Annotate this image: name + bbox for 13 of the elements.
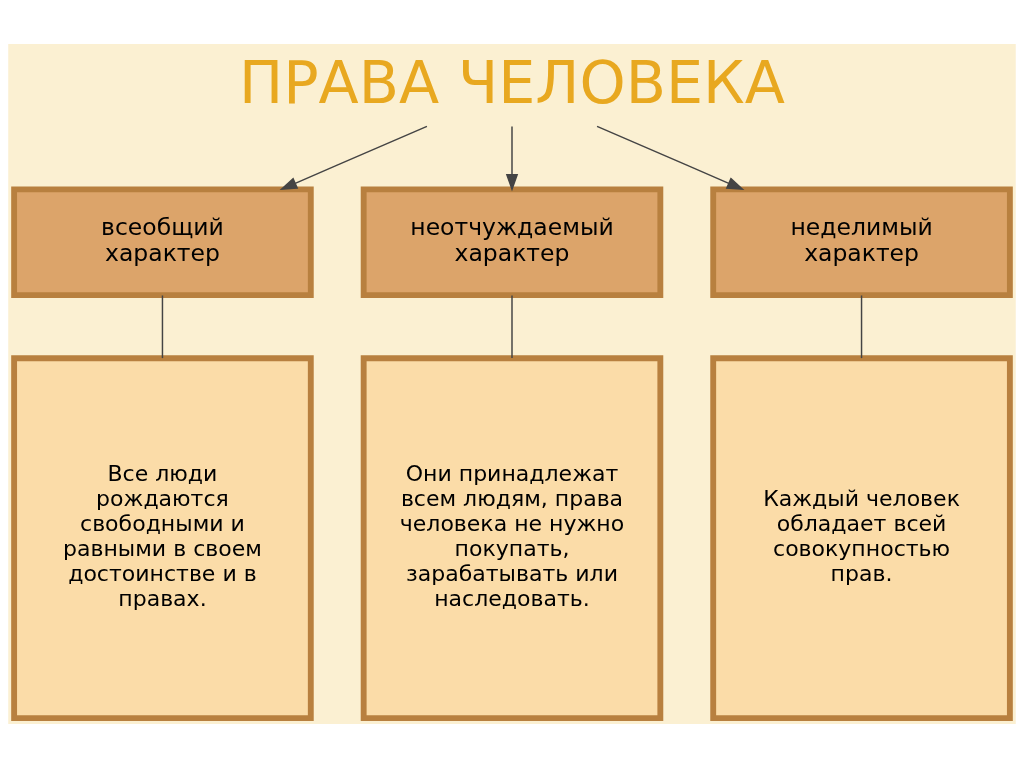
node-box: неотчуждаемый характер (360, 186, 664, 299)
connector (511, 294, 513, 359)
arrow (505, 125, 519, 192)
arrow (596, 125, 745, 191)
connector (161, 294, 164, 359)
node-box: Все люди рождаются свободными и равными в своем достоинстве и в правах. (11, 355, 314, 722)
node-box: всеобщий характер (11, 186, 314, 299)
connector (860, 294, 863, 359)
node-box: Они принадлежат всем людям, права человека не нужно покупать, зарабатывать или наследовать. (360, 355, 664, 722)
arrow (279, 125, 428, 191)
node-text: ПРАВА ЧЕЛОВЕКА (239, 47, 785, 117)
node-box: Каждый человек обладает всей совокупностью прав. (710, 355, 1013, 722)
node-box: неделимый характер (710, 186, 1013, 299)
